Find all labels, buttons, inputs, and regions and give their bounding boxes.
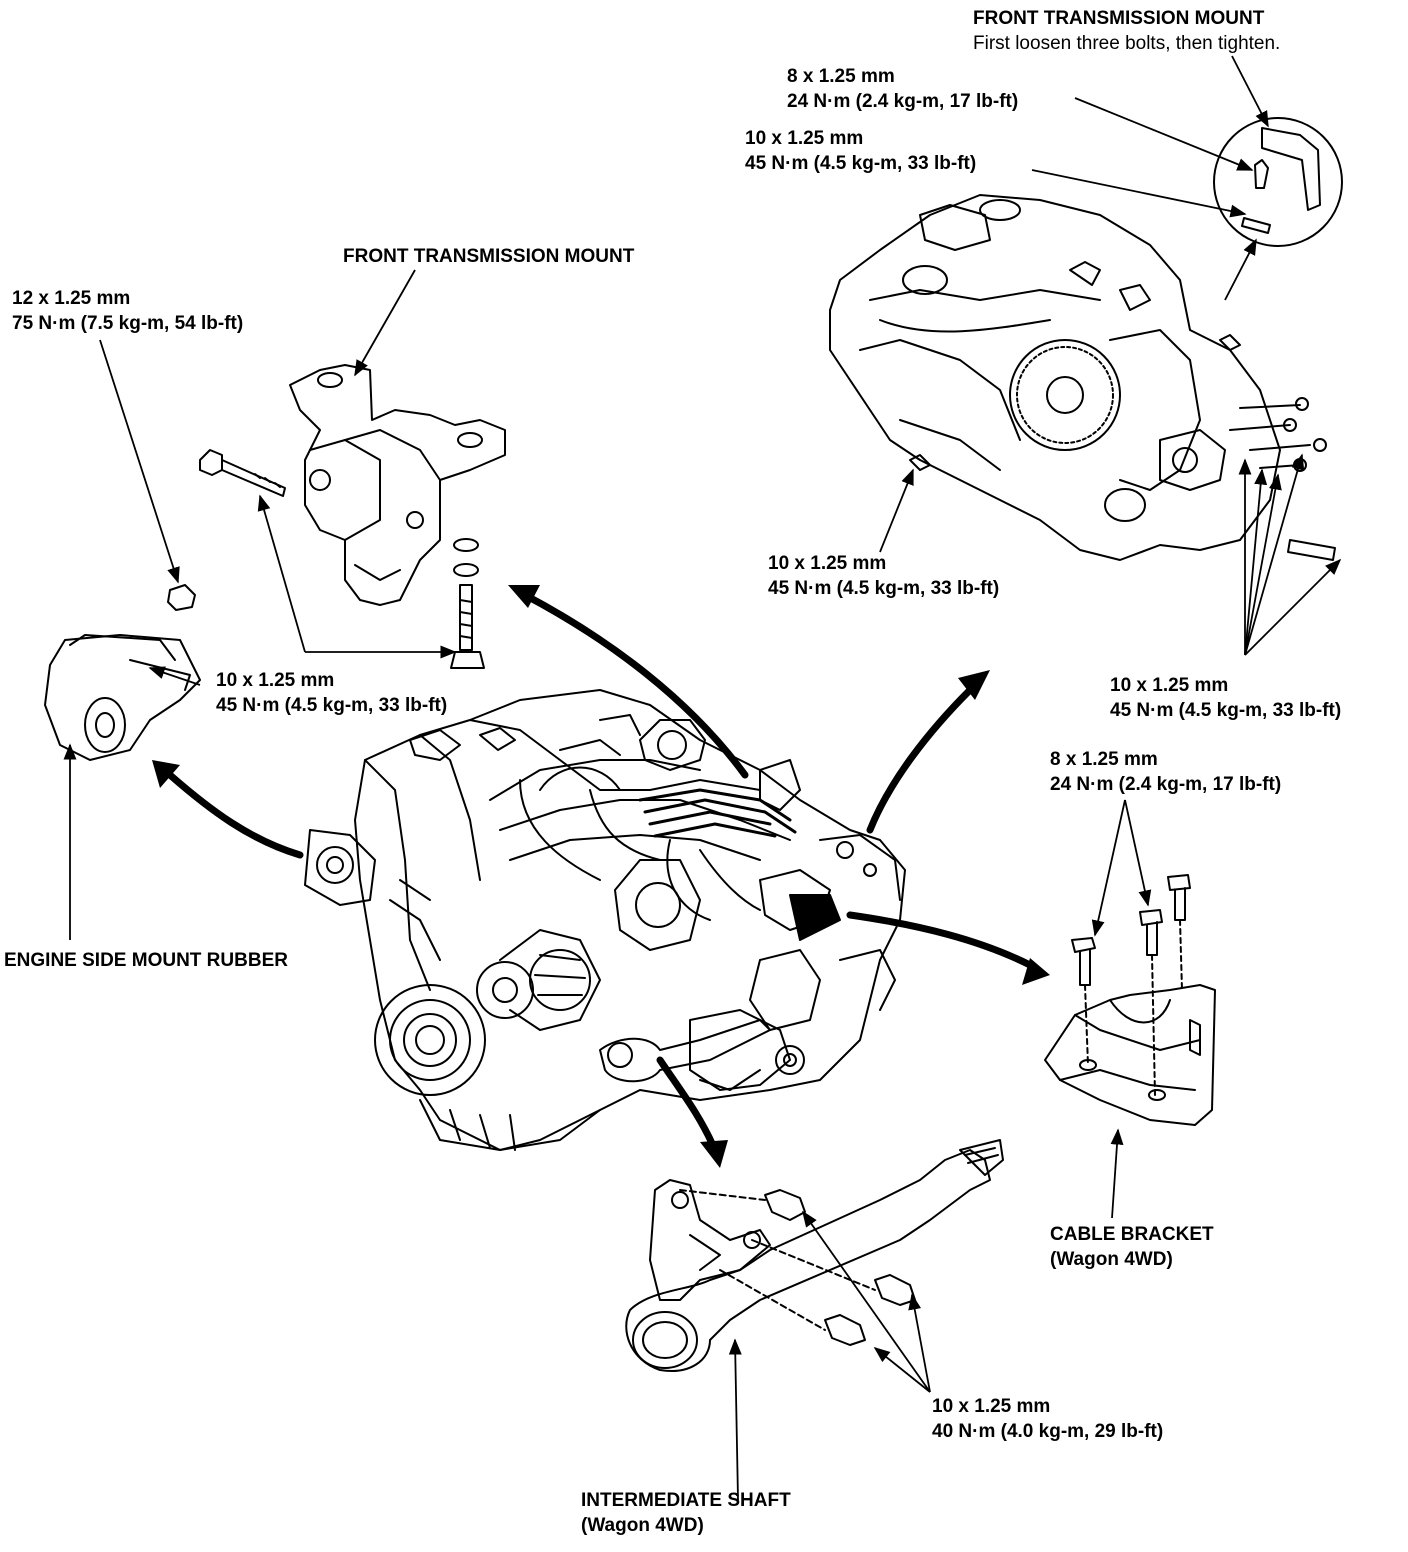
- label-title: INTERMEDIATE SHAFT: [581, 1490, 791, 1511]
- label-transmission-bolts-right: 10 x 1.25 mm 45 N·m (4.5 kg-m, 33 lb-ft): [1110, 673, 1341, 723]
- label-title: CABLE BRACKET: [1050, 1224, 1214, 1245]
- bolt-torque: 24 N·m (2.4 kg-m, 17 lb-ft): [787, 91, 1019, 112]
- label-side-mount-nut: 12 x 1.25 mm 75 N·m (7.5 kg-m, 54 lb-ft): [12, 286, 243, 336]
- label-intermediate-shaft: INTERMEDIATE SHAFT (Wagon 4WD): [581, 1488, 791, 1538]
- bolt-size: 8 x 1.25 mm: [787, 66, 895, 87]
- bolt-size: 10 x 1.25 mm: [768, 553, 887, 574]
- label-bolt-8mm-top: 8 x 1.25 mm 24 N·m (2.4 kg-m, 17 lb-ft): [787, 64, 1018, 114]
- label-transmission-bolt-left: 10 x 1.25 mm 45 N·m (4.5 kg-m, 33 lb-ft): [768, 551, 999, 601]
- direction-arrows: [166, 591, 1034, 1154]
- label-title: ENGINE SIDE MOUNT RUBBER: [4, 950, 288, 971]
- bolt-size: 12 x 1.25 mm: [12, 288, 131, 309]
- label-shaft-bolts: 10 x 1.25 mm 40 N·m (4.0 kg-m, 29 lb-ft): [932, 1394, 1163, 1444]
- detail-circle-drawing: [1213, 117, 1343, 247]
- engine-block-drawing: [304, 689, 906, 1151]
- leader-lines: [63, 55, 1342, 1501]
- label-bolt-10mm-top: 10 x 1.25 mm 45 N·m (4.5 kg-m, 33 lb-ft): [745, 126, 976, 176]
- bolt-size: 10 x 1.25 mm: [216, 670, 335, 691]
- engine-side-mount-drawing: [44, 584, 201, 761]
- label-title: FRONT TRANSMISSION MOUNT: [343, 246, 635, 267]
- label-note: First loosen three bolts, then tighten.: [973, 33, 1281, 54]
- bolt-size: 10 x 1.25 mm: [1110, 675, 1229, 696]
- bolt-torque: 45 N·m (4.5 kg-m, 33 lb-ft): [216, 695, 448, 716]
- label-note: (Wagon 4WD): [1050, 1249, 1173, 1270]
- bolt-torque: 45 N·m (4.5 kg-m, 33 lb-ft): [745, 153, 977, 174]
- label-note: (Wagon 4WD): [581, 1515, 704, 1536]
- direction-arrowheads: [152, 585, 1050, 1168]
- label-front-transmission-mount-top: FRONT TRANSMISSION MOUNT First loosen th…: [973, 6, 1280, 56]
- bolt-size: 10 x 1.25 mm: [745, 128, 864, 149]
- bolt-torque: 45 N·m (4.5 kg-m, 33 lb-ft): [768, 578, 1000, 599]
- intermediate-shaft-drawing: [625, 1139, 1004, 1372]
- label-side-mount-bolt: 10 x 1.25 mm 45 N·m (4.5 kg-m, 33 lb-ft): [216, 668, 447, 718]
- label-cable-bracket: CABLE BRACKET (Wagon 4WD): [1050, 1222, 1214, 1272]
- label-cable-bracket-bolts: 8 x 1.25 mm 24 N·m (2.4 kg-m, 17 lb-ft): [1050, 747, 1281, 797]
- bolt-torque: 40 N·m (4.0 kg-m, 29 lb-ft): [932, 1421, 1164, 1442]
- bolt-size: 10 x 1.25 mm: [932, 1396, 1051, 1417]
- bolt-torque: 75 N·m (7.5 kg-m, 54 lb-ft): [12, 313, 244, 334]
- label-front-transmission-mount-left: FRONT TRANSMISSION MOUNT: [343, 244, 634, 269]
- bolt-size: 8 x 1.25 mm: [1050, 749, 1158, 770]
- cable-bracket-drawing: [1044, 874, 1216, 1126]
- label-title: FRONT TRANSMISSION MOUNT: [973, 8, 1265, 29]
- bolt-torque: 45 N·m (4.5 kg-m, 33 lb-ft): [1110, 700, 1342, 721]
- label-engine-side-mount-rubber: ENGINE SIDE MOUNT RUBBER: [4, 948, 288, 973]
- bolt-torque: 24 N·m (2.4 kg-m, 17 lb-ft): [1050, 774, 1282, 795]
- front-transmission-mount-drawing: [199, 364, 506, 669]
